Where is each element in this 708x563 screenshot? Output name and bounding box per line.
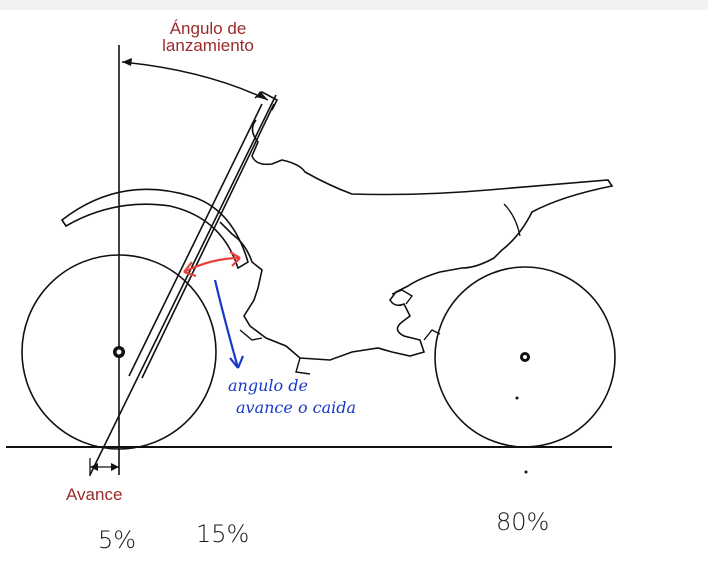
rake-arc-arrow-right <box>256 91 268 100</box>
handwritten-note-line1: angulo de <box>228 376 308 395</box>
rake-angle-arc <box>121 61 269 101</box>
red-angle-arrow <box>183 256 241 273</box>
front-fender <box>60 188 249 270</box>
percentage-rear: 80% <box>496 508 550 536</box>
steering-axis-line <box>89 94 277 476</box>
front-wheel <box>21 254 217 450</box>
rake-arc-arrow-left <box>122 58 132 66</box>
rake-angle-label-line1: Ángulo de <box>169 19 247 38</box>
fork-tubes <box>128 103 275 379</box>
avance-label: Avance <box>66 485 123 504</box>
blue-pointer-arrow <box>213 279 240 369</box>
rake-angle-label-line2: lanzamiento <box>162 36 254 55</box>
rear-wheel <box>434 266 616 448</box>
percentage-front: 5% <box>98 526 137 554</box>
bike-body-outline <box>219 119 614 361</box>
engine-detail <box>239 289 441 375</box>
handwritten-note-line2: avance o caida <box>236 398 357 417</box>
top-bar <box>0 0 708 10</box>
percentage-middle: 15% <box>196 520 250 548</box>
rake-angle-label: Ángulo de lanzamiento <box>145 20 271 54</box>
side-panel-detail <box>503 203 521 237</box>
